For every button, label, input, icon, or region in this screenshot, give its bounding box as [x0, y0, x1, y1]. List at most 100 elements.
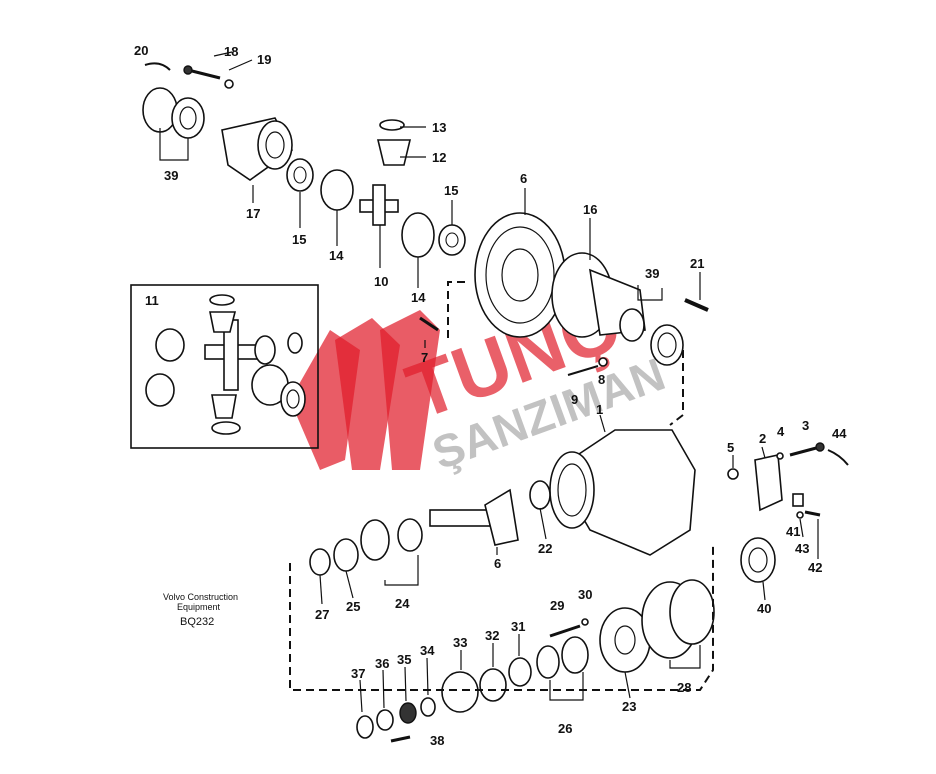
- thrust-washer-15-right: [438, 224, 466, 256]
- callout-3: 3: [802, 418, 809, 433]
- callout-33: 33: [453, 635, 467, 650]
- leader-lines: [159, 51, 819, 713]
- callout-43: 43: [795, 541, 809, 556]
- bearing-26: [536, 636, 589, 679]
- drive-pinion-6: [429, 488, 519, 546]
- callout-5: 5: [727, 440, 734, 455]
- callout-1: 1: [596, 402, 603, 417]
- adjusting-ring-40: [740, 537, 776, 583]
- figure-caption: Volvo Construction Equipment BQ232: [163, 592, 238, 628]
- callout-32: 32: [485, 628, 499, 643]
- callout-42: 42: [808, 560, 822, 575]
- callout-8: 8: [598, 372, 605, 387]
- thrust-washer-15-left: [286, 158, 314, 192]
- callout-labels: 20 18 19 39 17 15 14 10 14 15 12 13 6 16…: [134, 43, 847, 748]
- callout-24: 24: [395, 596, 410, 611]
- callout-7: 7: [421, 350, 428, 365]
- companion-flange-33: [441, 671, 479, 713]
- washer-31: [508, 657, 532, 687]
- side-gear-14-left: [320, 169, 354, 211]
- caption-code: BQ232: [180, 616, 214, 628]
- lock-pin-9: [567, 365, 599, 376]
- callout-28: 28: [677, 680, 691, 695]
- inset-label: 11: [145, 293, 159, 308]
- callout-34: 34: [420, 643, 435, 658]
- seal-32: [479, 668, 507, 702]
- callout-25: 25: [346, 599, 360, 614]
- spider-gear-bottom: [211, 394, 241, 435]
- callout-35: 35: [397, 652, 411, 667]
- differential-case-17: [221, 117, 294, 181]
- side-gear-14-right: [401, 212, 435, 258]
- callout-6-crown: 6: [520, 171, 527, 186]
- pin-38: [390, 735, 411, 743]
- callout-10: 10: [374, 274, 388, 289]
- bearing-39-right: [619, 308, 684, 366]
- callout-31: 31: [511, 619, 525, 634]
- bolt-18: [183, 65, 221, 80]
- bolt-29: [549, 624, 581, 638]
- bearing-cap-2: [754, 454, 783, 512]
- caption-line-2: Equipment: [177, 602, 221, 612]
- callout-19: 19: [257, 52, 271, 67]
- spider-gear-right: [251, 332, 306, 417]
- callout-22: 22: [538, 541, 552, 556]
- callout-27: 27: [315, 607, 329, 622]
- callout-38: 38: [430, 733, 444, 748]
- callout-9: 9: [571, 392, 578, 407]
- callout-29: 29: [550, 598, 564, 613]
- callout-39-right: 39: [645, 266, 659, 281]
- lock-wire-44: [827, 449, 849, 466]
- callout-20: 20: [134, 43, 148, 58]
- assembly-dashed-lines: [289, 281, 714, 691]
- bearing-24: [360, 518, 423, 561]
- callout-26: 26: [558, 721, 572, 736]
- carrier-housing-1: [549, 429, 696, 556]
- bearing-39-top-left: [142, 87, 205, 139]
- callout-15-right: 15: [444, 183, 458, 198]
- callout-18: 18: [224, 44, 238, 59]
- spacer-27: [309, 548, 331, 576]
- callout-41: 41: [786, 524, 800, 539]
- washer-36: [376, 709, 394, 731]
- callout-4: 4: [777, 424, 785, 439]
- callout-16: 16: [583, 202, 597, 217]
- bearing-22: [529, 480, 551, 510]
- callout-37: 37: [351, 666, 365, 681]
- callout-39-top: 39: [164, 168, 178, 183]
- callout-17: 17: [246, 206, 260, 221]
- pin-21: [684, 298, 709, 312]
- callout-23: 23: [622, 699, 636, 714]
- dowel-5: [727, 468, 739, 480]
- washer-30: [581, 618, 589, 626]
- callout-2: 2: [759, 431, 766, 446]
- pinion-gear-12: [376, 139, 412, 166]
- bolt-7: [419, 316, 439, 332]
- nut-35: [399, 702, 417, 724]
- caption-line-1: Volvo Construction: [163, 592, 238, 602]
- callout-13: 13: [432, 120, 446, 135]
- inset-differential-spider: 11: [130, 284, 319, 449]
- bolt-42: [804, 510, 821, 517]
- callout-12: 12: [432, 150, 446, 165]
- washer-13: [379, 119, 405, 131]
- callout-6-pinion: 6: [494, 556, 501, 571]
- callout-15-left: 15: [292, 232, 306, 247]
- nut-8: [598, 357, 608, 367]
- lock-wire-20: [144, 62, 171, 71]
- callout-30: 30: [578, 587, 592, 602]
- callout-21: 21: [690, 256, 704, 271]
- shim-25: [333, 538, 359, 572]
- shim-pack-28: [641, 579, 715, 659]
- spider-10: [359, 184, 399, 226]
- callout-14-left: 14: [329, 248, 344, 263]
- washer-34: [420, 697, 436, 717]
- spider-gear-left: [145, 328, 185, 407]
- callout-40: 40: [757, 601, 771, 616]
- callout-44: 44: [832, 426, 847, 441]
- lock-plate-41: [792, 493, 804, 507]
- washer-4: [776, 452, 784, 460]
- washer-43: [796, 511, 804, 519]
- circlip-37: [356, 715, 374, 739]
